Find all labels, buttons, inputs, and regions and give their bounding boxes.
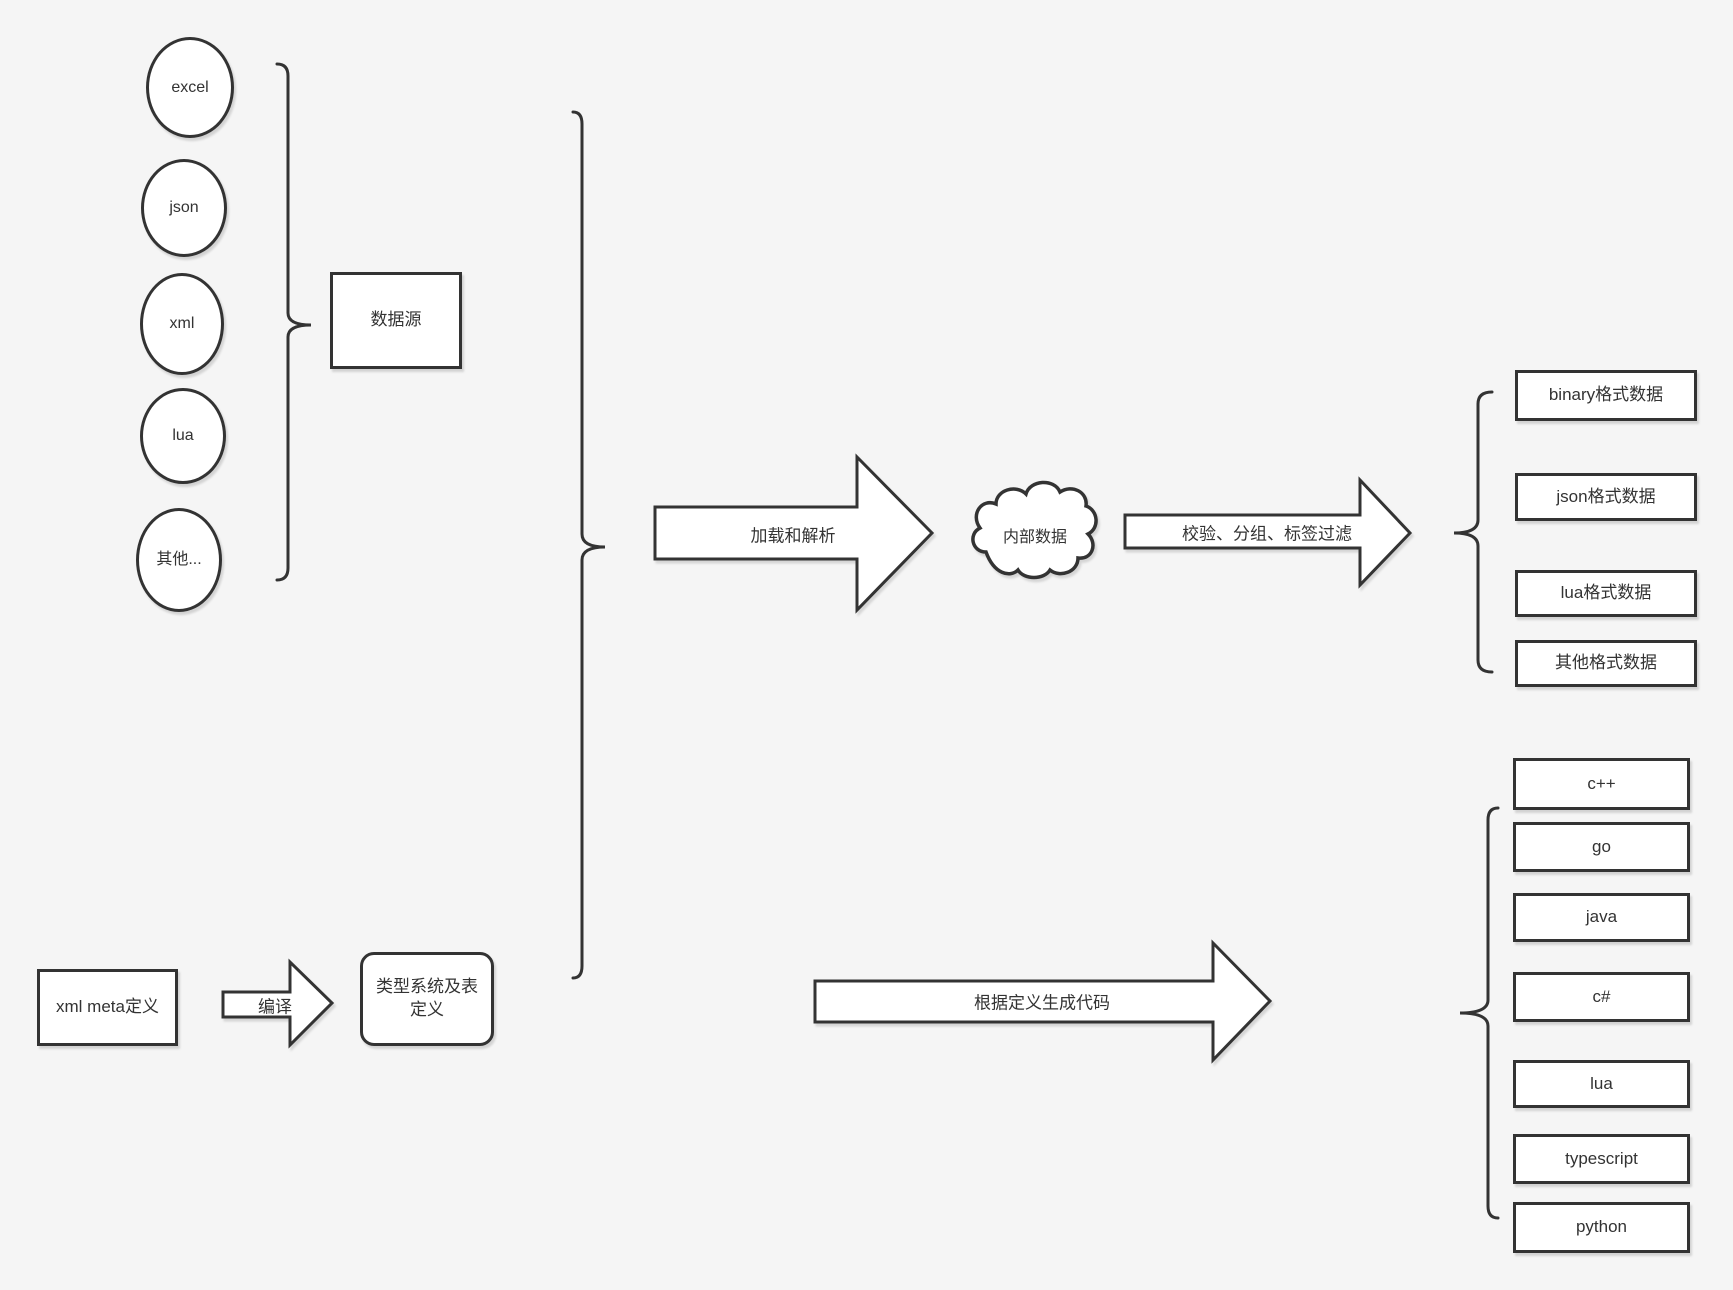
lang-box-lua-label: lua	[1590, 1073, 1613, 1093]
lang-box-typescript-label: typescript	[1565, 1148, 1638, 1168]
type-system-box-label: 类型系统及表定义	[376, 977, 478, 1019]
lang-box-lua: lua	[1513, 1060, 1690, 1108]
lang-box-typescript: typescript	[1513, 1134, 1690, 1184]
compile-arrow-label: 编译	[258, 997, 292, 1017]
internal-data-cloud-shape	[971, 480, 1098, 580]
lang-box-cpp-label: c++	[1587, 773, 1616, 793]
lang-box-java-label: java	[1585, 907, 1618, 927]
sources-brace	[275, 62, 312, 582]
format-box-lua-label: lua格式数据	[1560, 583, 1652, 603]
languages-brace	[1459, 806, 1500, 1220]
source-node-lua: lua	[140, 388, 226, 484]
format-box-other: 其他格式数据	[1515, 640, 1697, 687]
load-parse-arrow-shape	[653, 453, 935, 614]
source-node-xml-label: xml	[169, 315, 195, 333]
xml-meta-box-label: xml meta定义	[56, 997, 159, 1017]
lang-box-csharp-label: c#	[1592, 986, 1611, 1006]
lang-box-cpp: c++	[1513, 758, 1690, 810]
lang-box-go-label: go	[1592, 836, 1611, 856]
source-node-xml: xml	[140, 273, 224, 375]
source-node-excel: excel	[146, 37, 234, 138]
load-parse-arrow-label: 加载和解析	[750, 526, 836, 546]
pipeline-brace	[571, 110, 606, 980]
codegen-arrow-label: 根据定义生成代码	[974, 993, 1110, 1013]
source-node-json-label: json	[169, 199, 199, 217]
filter-arrow-shape	[1123, 476, 1413, 589]
format-box-json: json格式数据	[1515, 473, 1697, 521]
lang-box-python-label: python	[1575, 1217, 1628, 1237]
source-node-json: json	[141, 159, 227, 257]
format-box-binary: binary格式数据	[1515, 370, 1697, 421]
lang-box-csharp: c#	[1513, 972, 1690, 1022]
source-node-other: 其他...	[136, 508, 222, 612]
format-box-lua: lua格式数据	[1515, 570, 1697, 617]
format-box-other-label: 其他格式数据	[1555, 653, 1657, 673]
data-source-group-box: 数据源	[330, 272, 462, 369]
filter-arrow-label: 校验、分组、标签过滤	[1182, 524, 1352, 544]
xml-meta-box: xml meta定义	[37, 969, 178, 1046]
source-node-lua-label: lua	[172, 427, 194, 445]
lang-box-go: go	[1513, 822, 1690, 872]
type-system-box: 类型系统及表定义	[360, 952, 494, 1046]
source-node-other-label: 其他...	[156, 551, 202, 569]
lang-box-java: java	[1513, 893, 1690, 942]
internal-data-label: 内部数据	[1002, 529, 1068, 546]
output-formats-brace	[1453, 390, 1494, 674]
compile-arrow-shape	[221, 958, 335, 1049]
codegen-arrow-shape	[813, 939, 1273, 1064]
lang-box-python: python	[1513, 1202, 1690, 1253]
format-box-binary-label: binary格式数据	[1548, 385, 1664, 405]
format-box-json-label: json格式数据	[1556, 486, 1656, 506]
data-source-group-label: 数据源	[370, 310, 422, 330]
source-node-excel-label: excel	[171, 78, 209, 96]
